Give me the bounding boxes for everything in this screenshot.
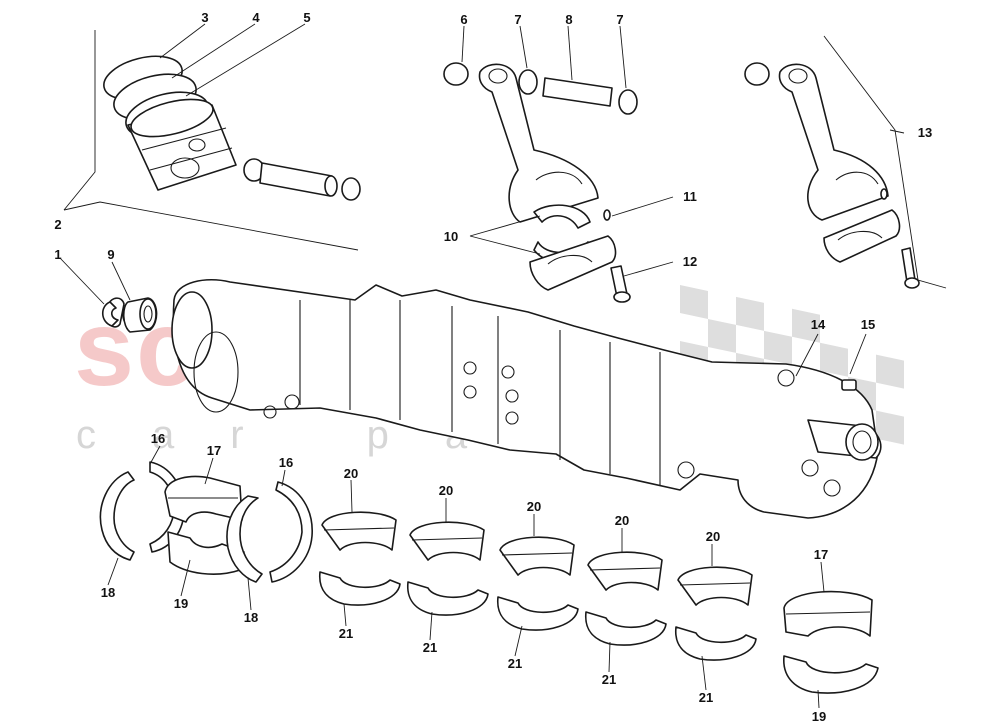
callout-6: 6 [460, 12, 467, 27]
callout-18-right: 18 [244, 610, 258, 625]
callout-3: 3 [201, 10, 208, 25]
callout-20-e: 20 [706, 529, 720, 544]
thrust-bearing-pair-right [783, 590, 879, 694]
callout-2: 2 [54, 217, 61, 232]
callout-17-right: 17 [814, 547, 828, 562]
callout-20-a: 20 [344, 466, 358, 481]
callout-10: 10 [444, 229, 458, 244]
callout-18-left: 18 [101, 585, 115, 600]
callout-7-left: 7 [514, 12, 521, 27]
callout-5: 5 [303, 10, 310, 25]
callout-21-d: 21 [602, 672, 616, 687]
callout-19-right: 19 [812, 709, 826, 724]
callout-4: 4 [252, 10, 260, 25]
callout-15: 15 [861, 317, 875, 332]
bearing-pair-3 [497, 536, 579, 631]
callout-21-b: 21 [423, 640, 437, 655]
callout-20-b: 20 [439, 483, 453, 498]
callout-21-a: 21 [339, 626, 353, 641]
connecting-rod-assembly-main [443, 62, 638, 303]
callout-9: 9 [107, 247, 114, 262]
callout-21-c: 21 [508, 656, 522, 671]
callout-11: 11 [683, 189, 697, 204]
callout-14: 14 [811, 317, 826, 332]
callout-21-e: 21 [699, 690, 713, 705]
pilot-bush-and-circlip [101, 297, 158, 333]
bearing-pair-5 [675, 566, 757, 661]
leader-lines [59, 23, 905, 709]
callout-17-left: 17 [207, 443, 221, 458]
callout-16-right: 16 [279, 455, 293, 470]
main-bearing-shells [319, 511, 879, 694]
thrust-washer-group-left [99, 461, 313, 583]
callout-20-d: 20 [615, 513, 629, 528]
callout-1: 1 [54, 247, 61, 262]
callout-13: 13 [918, 125, 932, 140]
callout-19-left: 19 [174, 596, 188, 611]
bearing-pair-4 [585, 551, 667, 646]
bearing-pair-1 [319, 511, 401, 606]
callout-8: 8 [565, 12, 572, 27]
callout-20-c: 20 [527, 499, 541, 514]
group-2-bracket [63, 30, 359, 251]
connecting-rod-assembly-13 [744, 35, 947, 289]
callout-16-left: 16 [151, 431, 165, 446]
piston-assembly [103, 55, 361, 201]
callout-labels: 3 4 5 6 7 8 7 13 2 11 10 1 9 12 14 15 16… [54, 10, 932, 724]
callout-12: 12 [683, 254, 697, 269]
callout-7-right: 7 [616, 12, 623, 27]
bearing-pair-2 [407, 521, 489, 616]
